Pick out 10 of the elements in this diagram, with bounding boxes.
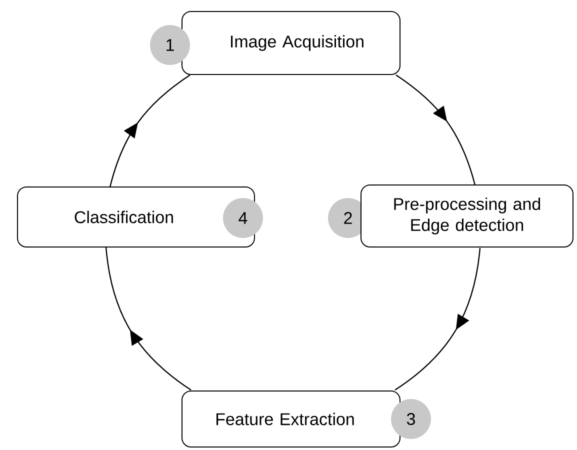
process-box: Feature Extraction	[182, 390, 400, 448]
arrow	[394, 248, 481, 390]
number-badge: 3	[391, 399, 431, 439]
arrow	[396, 74, 476, 186]
number-badge: 4	[223, 198, 263, 238]
process-box: Image Acquisition	[182, 11, 400, 75]
number-badge: 1	[150, 25, 190, 65]
process-box: Pre-processing and Edge detection	[360, 184, 574, 248]
arrow	[105, 246, 192, 390]
arrow	[109, 74, 190, 188]
